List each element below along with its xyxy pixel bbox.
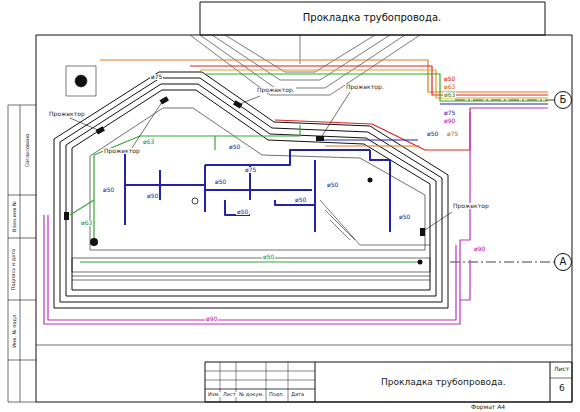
- pipe-diameter: ø75: [443, 110, 456, 116]
- pipe-diameter: ø50: [228, 144, 241, 150]
- stamp-cell: Изм.: [207, 392, 221, 397]
- pipe-diameter: ø50: [398, 214, 411, 220]
- drawing-title: Прокладка трубопровода.: [303, 13, 441, 23]
- pipe-diameter: ø50: [102, 187, 115, 193]
- pipe-diameter: ø50: [146, 193, 159, 199]
- pipe-diameter: ø75: [244, 167, 257, 173]
- callout-label: Прожектор.: [256, 87, 296, 93]
- pipe-diameter: ø50: [443, 76, 456, 82]
- grid-axis-marker: Б: [554, 91, 572, 109]
- callout-label: Прожектор.: [345, 84, 385, 90]
- pipe-diameter: ø63: [142, 139, 155, 145]
- stamp-cell: № докум.: [238, 392, 265, 397]
- pipe-diameter: ø90: [205, 316, 218, 322]
- pipe-diameter: ø50: [326, 182, 339, 188]
- stamp-cell: Взам.инв №: [12, 200, 17, 233]
- sheet-number: 6: [558, 384, 566, 393]
- format-label: Формат А4: [470, 404, 506, 410]
- stamp-cell: Подп.: [268, 392, 285, 397]
- pipe-diameter: ø90: [473, 246, 486, 252]
- sheet-title: Прокладка трубопровода.: [380, 378, 507, 387]
- pipe-diameter: ø63: [443, 92, 456, 98]
- callout-label: Прожектор: [48, 111, 86, 117]
- pipe-diameter: ø50: [236, 209, 249, 215]
- pipe-diameter: ø50: [214, 179, 227, 185]
- pipe-diameter: ø63: [80, 220, 93, 226]
- stamp-cell: Инв. № подл.: [12, 312, 17, 349]
- sheet-label: Лист: [553, 366, 570, 372]
- stamp-cell: Лист: [222, 392, 237, 397]
- pipe-diameter: ø50: [294, 197, 307, 203]
- pipe-diameter: ø50: [426, 131, 439, 137]
- grid-axis-marker: А: [554, 253, 572, 271]
- pipe-diameter: ø90: [443, 118, 456, 124]
- axis-letter: Б: [560, 95, 567, 105]
- pipe-diameter: ø75: [446, 131, 459, 137]
- stamp-cell: Подпись и дата: [12, 247, 17, 290]
- callout-label: Прожектор: [452, 203, 490, 209]
- stamp-cell: Дата: [290, 392, 305, 397]
- stamp-cell: Согласовано: [26, 132, 31, 168]
- pipe-diameter: ø63: [443, 84, 456, 90]
- callout-label: Прожектор: [103, 148, 141, 154]
- pipe-diameter: ø50: [262, 254, 275, 260]
- pipe-diameter: ø75: [150, 74, 163, 80]
- axis-letter: А: [560, 257, 567, 267]
